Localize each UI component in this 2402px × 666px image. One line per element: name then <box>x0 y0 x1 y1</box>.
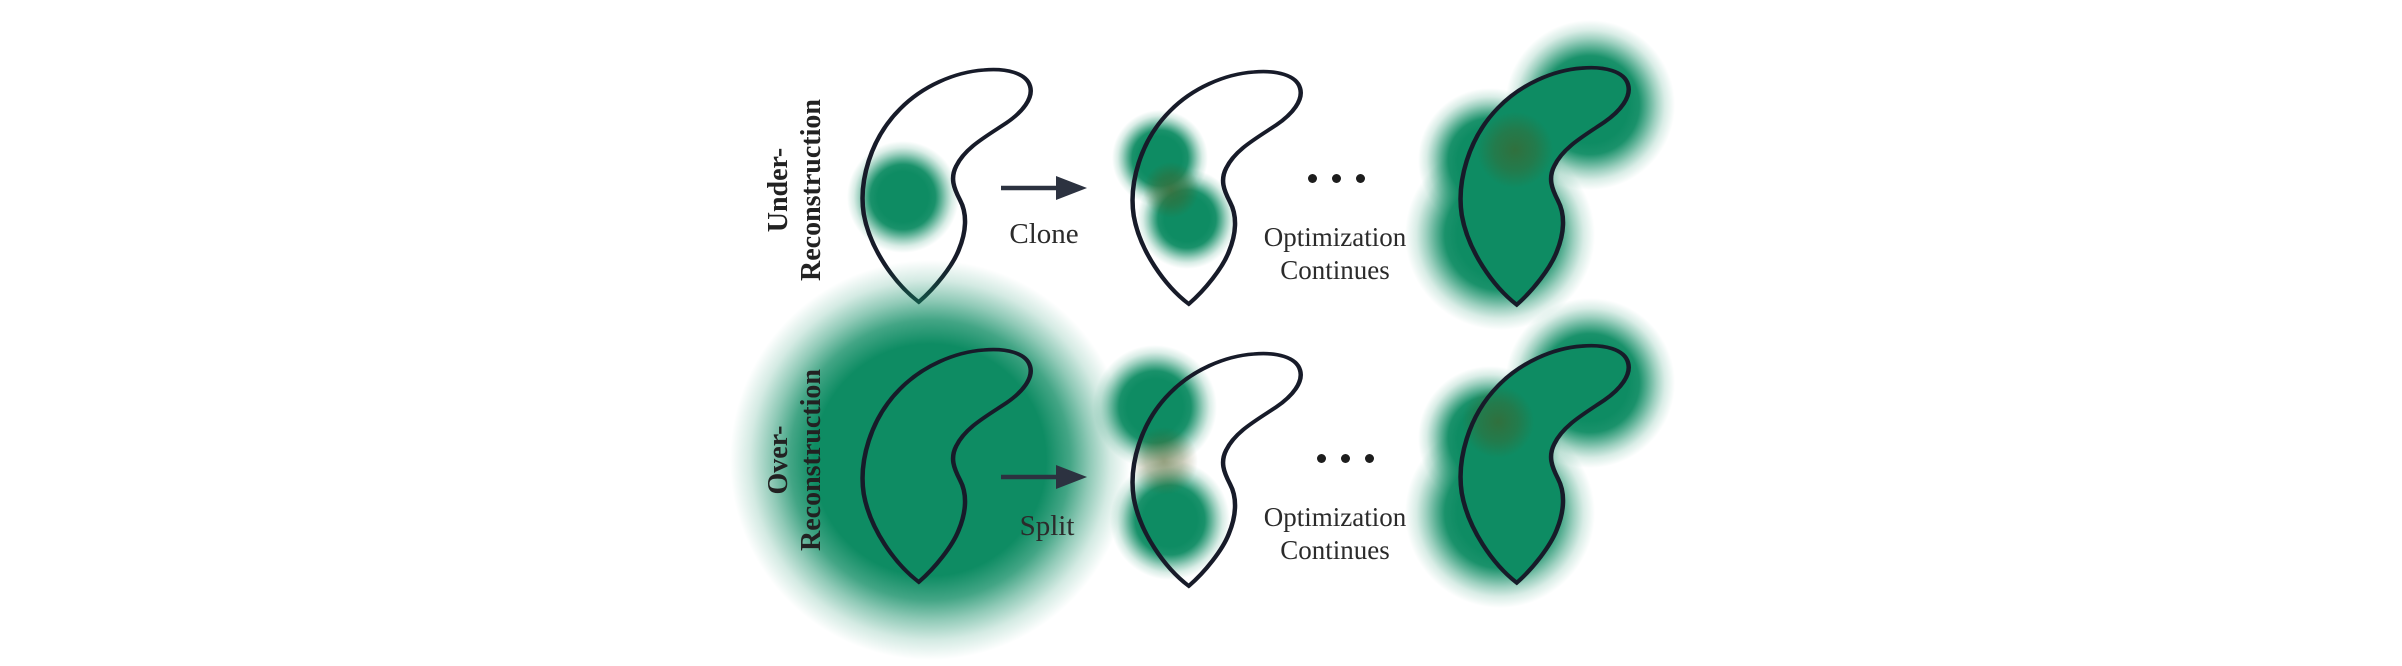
row-label-line: Reconstruction <box>796 99 827 281</box>
dot <box>1308 174 1317 183</box>
optimization-caption-under: Optimization Continues <box>1240 221 1430 287</box>
dot <box>1341 454 1350 463</box>
split-arrow-icon <box>1001 465 1087 489</box>
under-row-initial-panel <box>847 70 1031 302</box>
ellipsis-icon <box>1308 174 1365 183</box>
caption-line: Continues <box>1280 535 1390 565</box>
over-row-initial-panel <box>730 260 1130 660</box>
dot <box>1332 174 1341 183</box>
under-row-converged-panel <box>1405 20 1675 330</box>
arrow-head <box>1056 176 1087 200</box>
caption-line: Continues <box>1280 255 1390 285</box>
caption-line: Optimization <box>1263 222 1407 252</box>
large-gaussian-blob <box>730 260 1130 660</box>
row-label-line: Under- <box>763 147 794 233</box>
dot <box>1317 454 1326 463</box>
ellipsis-icon <box>1317 454 1374 463</box>
row-label-over-reconstruction: Over- Reconstruction <box>761 340 829 580</box>
gaussian-blob <box>847 141 959 253</box>
dot <box>1365 454 1374 463</box>
gaussian-overlap-shadow <box>1462 386 1534 458</box>
row-label-line: Over- <box>763 425 794 495</box>
gaussian-overlap-shadow <box>1143 162 1199 218</box>
row-label-under-reconstruction: Under- Reconstruction <box>761 70 829 310</box>
under-row-cloned-panel <box>1112 72 1301 304</box>
clone-action-label: Clone <box>1009 218 1079 250</box>
over-row-split-panel <box>1093 345 1301 586</box>
caption-line: Optimization <box>1263 502 1407 532</box>
dot <box>1356 174 1365 183</box>
gaussian-blob <box>1110 460 1230 580</box>
clone-arrow-icon <box>1001 176 1087 200</box>
over-row-converged-panel <box>1405 298 1675 608</box>
optimization-caption-over: Optimization Continues <box>1240 501 1430 567</box>
row-label-line: Reconstruction <box>796 369 827 551</box>
split-action-label: Split <box>1019 510 1075 542</box>
gaussian-overlap-shadow <box>1477 112 1553 188</box>
arrow-head <box>1056 465 1087 489</box>
gaussian-overlap-shadow <box>1130 427 1198 495</box>
